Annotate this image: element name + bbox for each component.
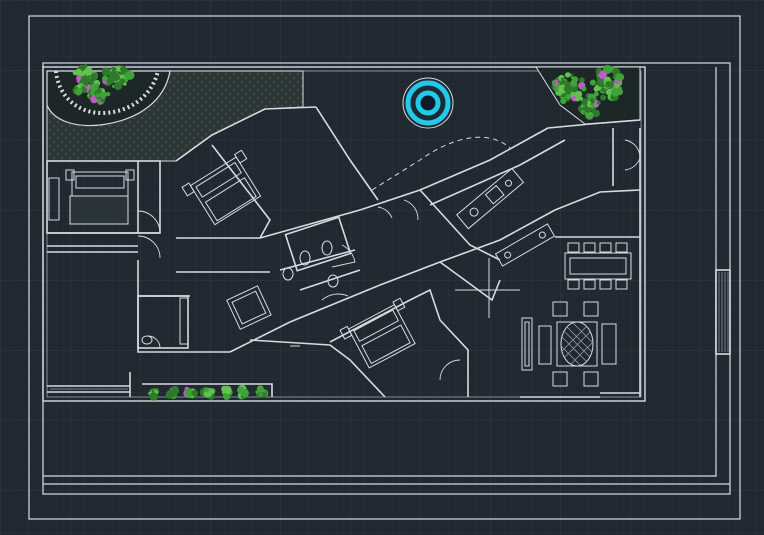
bed-lower: [339, 297, 416, 369]
kitchen-island: [494, 223, 556, 267]
hedge-plant: [221, 385, 233, 400]
toilet-2: [321, 240, 333, 256]
hedge-plant: [199, 387, 216, 400]
hedge-plant: [237, 384, 249, 400]
closet-left: [179, 297, 189, 345]
bed-left: [48, 169, 135, 225]
right-facade-windows: [50, 272, 729, 390]
toilet-3: [282, 267, 294, 281]
landscape-plants: [72, 64, 625, 401]
toilet-5: [141, 335, 153, 345]
hedge-plant: [165, 385, 180, 400]
garden-planter: [46, 70, 171, 127]
entry-canopy-dashed: [371, 136, 511, 191]
shrub-cluster: [87, 83, 111, 105]
round-pool: [402, 77, 454, 129]
garden-pebble-border: [54, 70, 160, 116]
shrub-cluster: [578, 91, 601, 120]
building-outline-inner: [46, 70, 642, 398]
armchair: [226, 285, 272, 330]
doors-layer: [137, 139, 641, 381]
hedge-plant: [255, 385, 269, 398]
outer-frame: [28, 15, 741, 520]
toilet-1: [299, 250, 311, 266]
building-outline: [42, 66, 646, 402]
toilet-4: [327, 274, 339, 288]
center-mark: [455, 258, 520, 318]
kitchen-counter: [456, 167, 525, 230]
hedge-plant: [147, 387, 160, 401]
site-boundary-inner: [43, 67, 717, 477]
dining-set: [564, 242, 632, 290]
shrub-cluster: [589, 64, 625, 102]
walls-layer: [46, 106, 731, 398]
shrub-cluster: [551, 72, 587, 105]
shrub-cluster: [101, 65, 135, 90]
bed-upper: [181, 149, 262, 226]
hedge-plant: [183, 386, 198, 399]
